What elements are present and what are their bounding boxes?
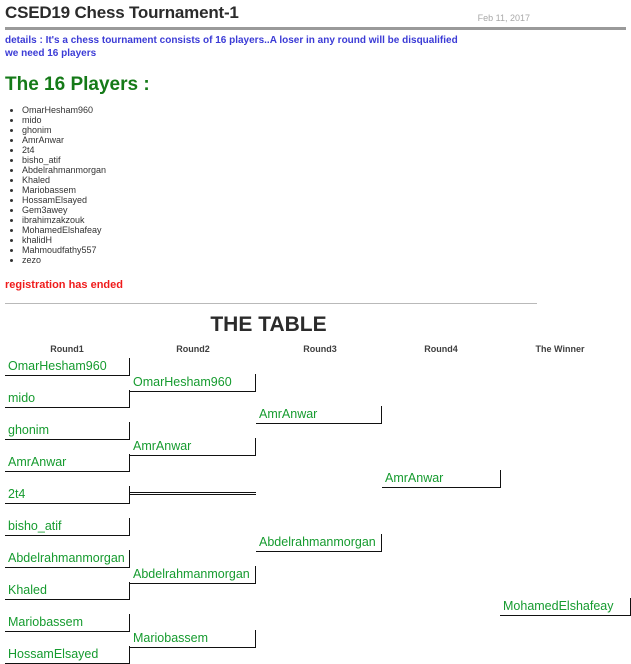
bracket-cell-round1-5: 2t4 bbox=[5, 486, 130, 504]
list-item: HossamElsayed bbox=[22, 195, 631, 205]
list-item: 2t4 bbox=[22, 145, 631, 155]
bracket-header-round4: Round4 bbox=[424, 344, 458, 354]
table-title: THE TABLE bbox=[210, 313, 327, 336]
list-item: MohamedElshafeay bbox=[22, 225, 631, 235]
list-item: ibrahimzakzouk bbox=[22, 215, 631, 225]
section-divider bbox=[5, 303, 537, 304]
list-item: ghonim bbox=[22, 125, 631, 135]
bracket-cell-round2-3 bbox=[130, 492, 256, 495]
bracket-cell-round2-5: Mariobassem bbox=[130, 630, 256, 648]
bracket-cell-round1-3: ghonim bbox=[5, 422, 130, 440]
bracket-cell-round1-6: bisho_atif bbox=[5, 518, 130, 536]
bracket-cell-round1-1: OmarHesham960 bbox=[5, 358, 130, 376]
list-item: mido bbox=[22, 115, 631, 125]
list-item: AmrAnwar bbox=[22, 135, 631, 145]
list-item: Mahmoudfathy557 bbox=[22, 245, 631, 255]
bracket-header-round1: Round1 bbox=[50, 344, 84, 354]
details-line-1: details : It's a chess tournament consis… bbox=[5, 35, 458, 46]
bracket-cell-round1-8: Khaled bbox=[5, 582, 130, 600]
bracket-cell-round1-2: mido bbox=[5, 390, 130, 408]
page-date: Feb 11, 2017 bbox=[477, 13, 530, 23]
list-item: khalidH bbox=[22, 235, 631, 245]
bracket-cell-round1-4: AmrAnwar bbox=[5, 454, 130, 472]
list-item: bisho_atif bbox=[22, 155, 631, 165]
registration-status: registration has ended bbox=[5, 279, 123, 291]
bracket-cell-round4-1: AmrAnwar bbox=[382, 470, 501, 488]
tournament-bracket: Round1 Round2 Round3 Round4 The Winner O… bbox=[0, 344, 631, 664]
bracket-cell-round1-10: HossamElsayed bbox=[5, 646, 130, 664]
bracket-header-winner: The Winner bbox=[535, 344, 585, 354]
bracket-cell-round2-4: Abdelrahmanmorgan bbox=[130, 566, 256, 584]
bracket-cell-round2-1: OmarHesham960 bbox=[130, 374, 256, 392]
list-item: OmarHesham960 bbox=[22, 105, 631, 115]
details-line-2: we need 16 players bbox=[5, 48, 97, 59]
bracket-cell-round2-2: AmrAnwar bbox=[130, 438, 256, 456]
bracket-cell-round1-9: Mariobassem bbox=[5, 614, 130, 632]
player-list: OmarHesham960 mido ghonim AmrAnwar 2t4 b… bbox=[0, 105, 631, 265]
players-heading: The 16 Players : bbox=[5, 74, 150, 95]
list-item: Khaled bbox=[22, 175, 631, 185]
list-item: Abdelrahmanmorgan bbox=[22, 165, 631, 175]
list-item: zezo bbox=[22, 255, 631, 265]
page-title: CSED19 Chess Tournament-1 bbox=[5, 3, 239, 22]
list-item: Gem3awey bbox=[22, 205, 631, 215]
bracket-cell-round1-7: Abdelrahmanmorgan bbox=[5, 550, 130, 568]
bracket-cell-round3-1: AmrAnwar bbox=[256, 406, 382, 424]
tournament-details-text: details : It's a chess tournament consis… bbox=[5, 34, 631, 60]
list-item: Mariobassem bbox=[22, 185, 631, 195]
page-header: CSED19 Chess Tournament-1 Feb 11, 2017 bbox=[5, 0, 626, 30]
bracket-header-round3: Round3 bbox=[303, 344, 337, 354]
bracket-cell-round3-2: Abdelrahmanmorgan bbox=[256, 534, 382, 552]
bracket-cell-winner: MohamedElshafeay bbox=[500, 598, 631, 616]
bracket-header-round2: Round2 bbox=[176, 344, 210, 354]
